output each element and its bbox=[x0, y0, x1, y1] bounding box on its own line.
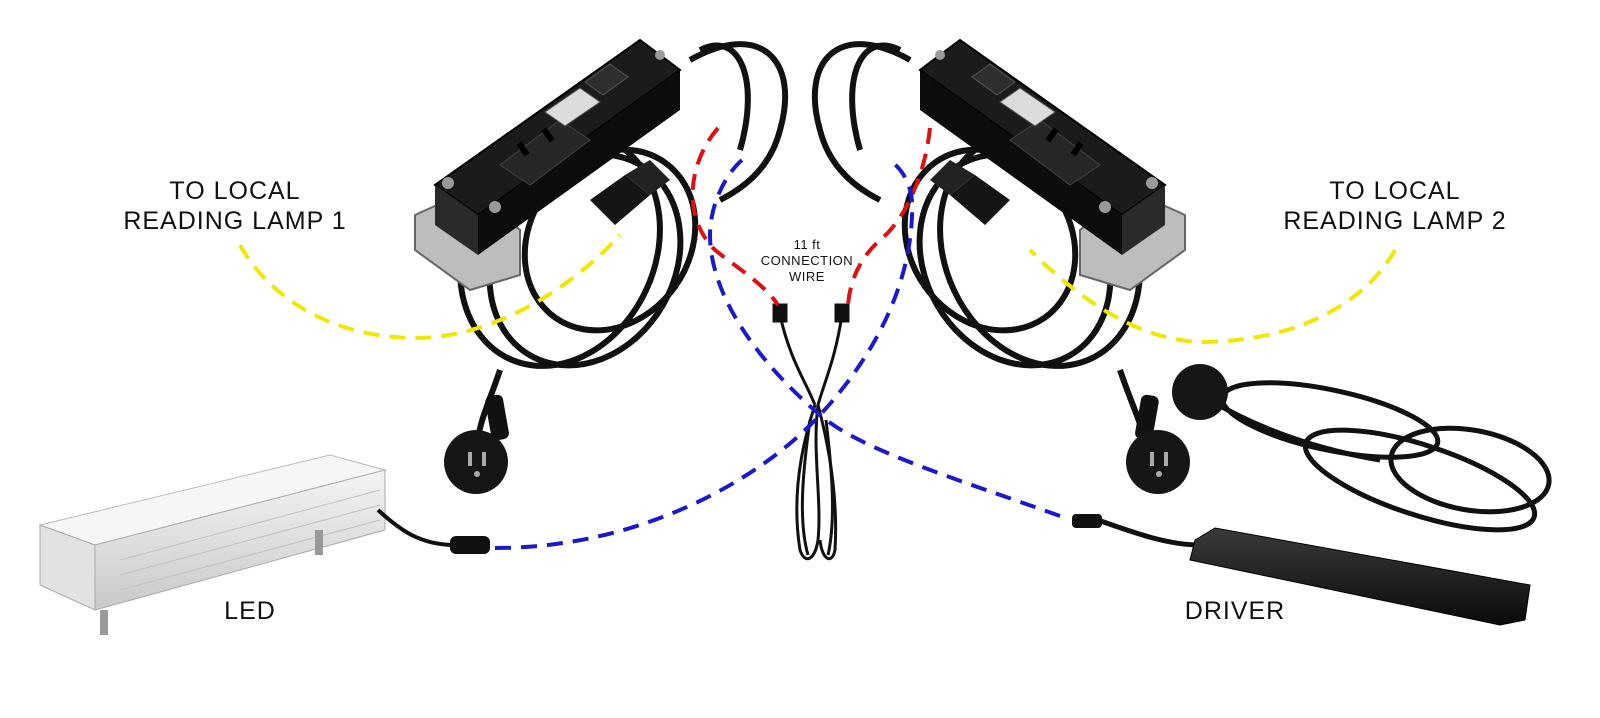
led-light-bar-icon bbox=[38, 454, 490, 635]
led-label: LED bbox=[224, 597, 276, 625]
reading-lamp-2-line bbox=[1028, 248, 1397, 345]
reading-lamp-1-line bbox=[238, 233, 622, 341]
power-outlet-right-icon bbox=[918, 38, 1167, 255]
power-unit-left bbox=[414, 38, 789, 494]
power-driver-icon bbox=[1072, 364, 1552, 626]
driver-line bbox=[707, 158, 1061, 518]
connection-left-line bbox=[690, 126, 780, 307]
reading-lamp-2-label: TO LOCAL READING LAMP 2 bbox=[1283, 177, 1507, 235]
power-outlet-left-icon bbox=[433, 38, 682, 255]
connection-wire-label: 11 ft CONNECTION WIRE bbox=[760, 237, 854, 284]
led-line bbox=[494, 160, 915, 550]
plug-left-icon bbox=[444, 394, 509, 494]
cable-connector-left-icon bbox=[590, 160, 670, 225]
driver-label: DRIVER bbox=[1184, 597, 1286, 625]
power-unit-right bbox=[811, 38, 1190, 494]
dashed-lines bbox=[238, 126, 1397, 550]
connection-right-line bbox=[846, 127, 932, 306]
cable-connector-right-icon bbox=[930, 160, 1010, 225]
plug-right-icon bbox=[1126, 394, 1190, 494]
reading-lamp-1-label: TO LOCAL READING LAMP 1 bbox=[123, 177, 347, 235]
connection-wire-icon bbox=[772, 303, 850, 561]
